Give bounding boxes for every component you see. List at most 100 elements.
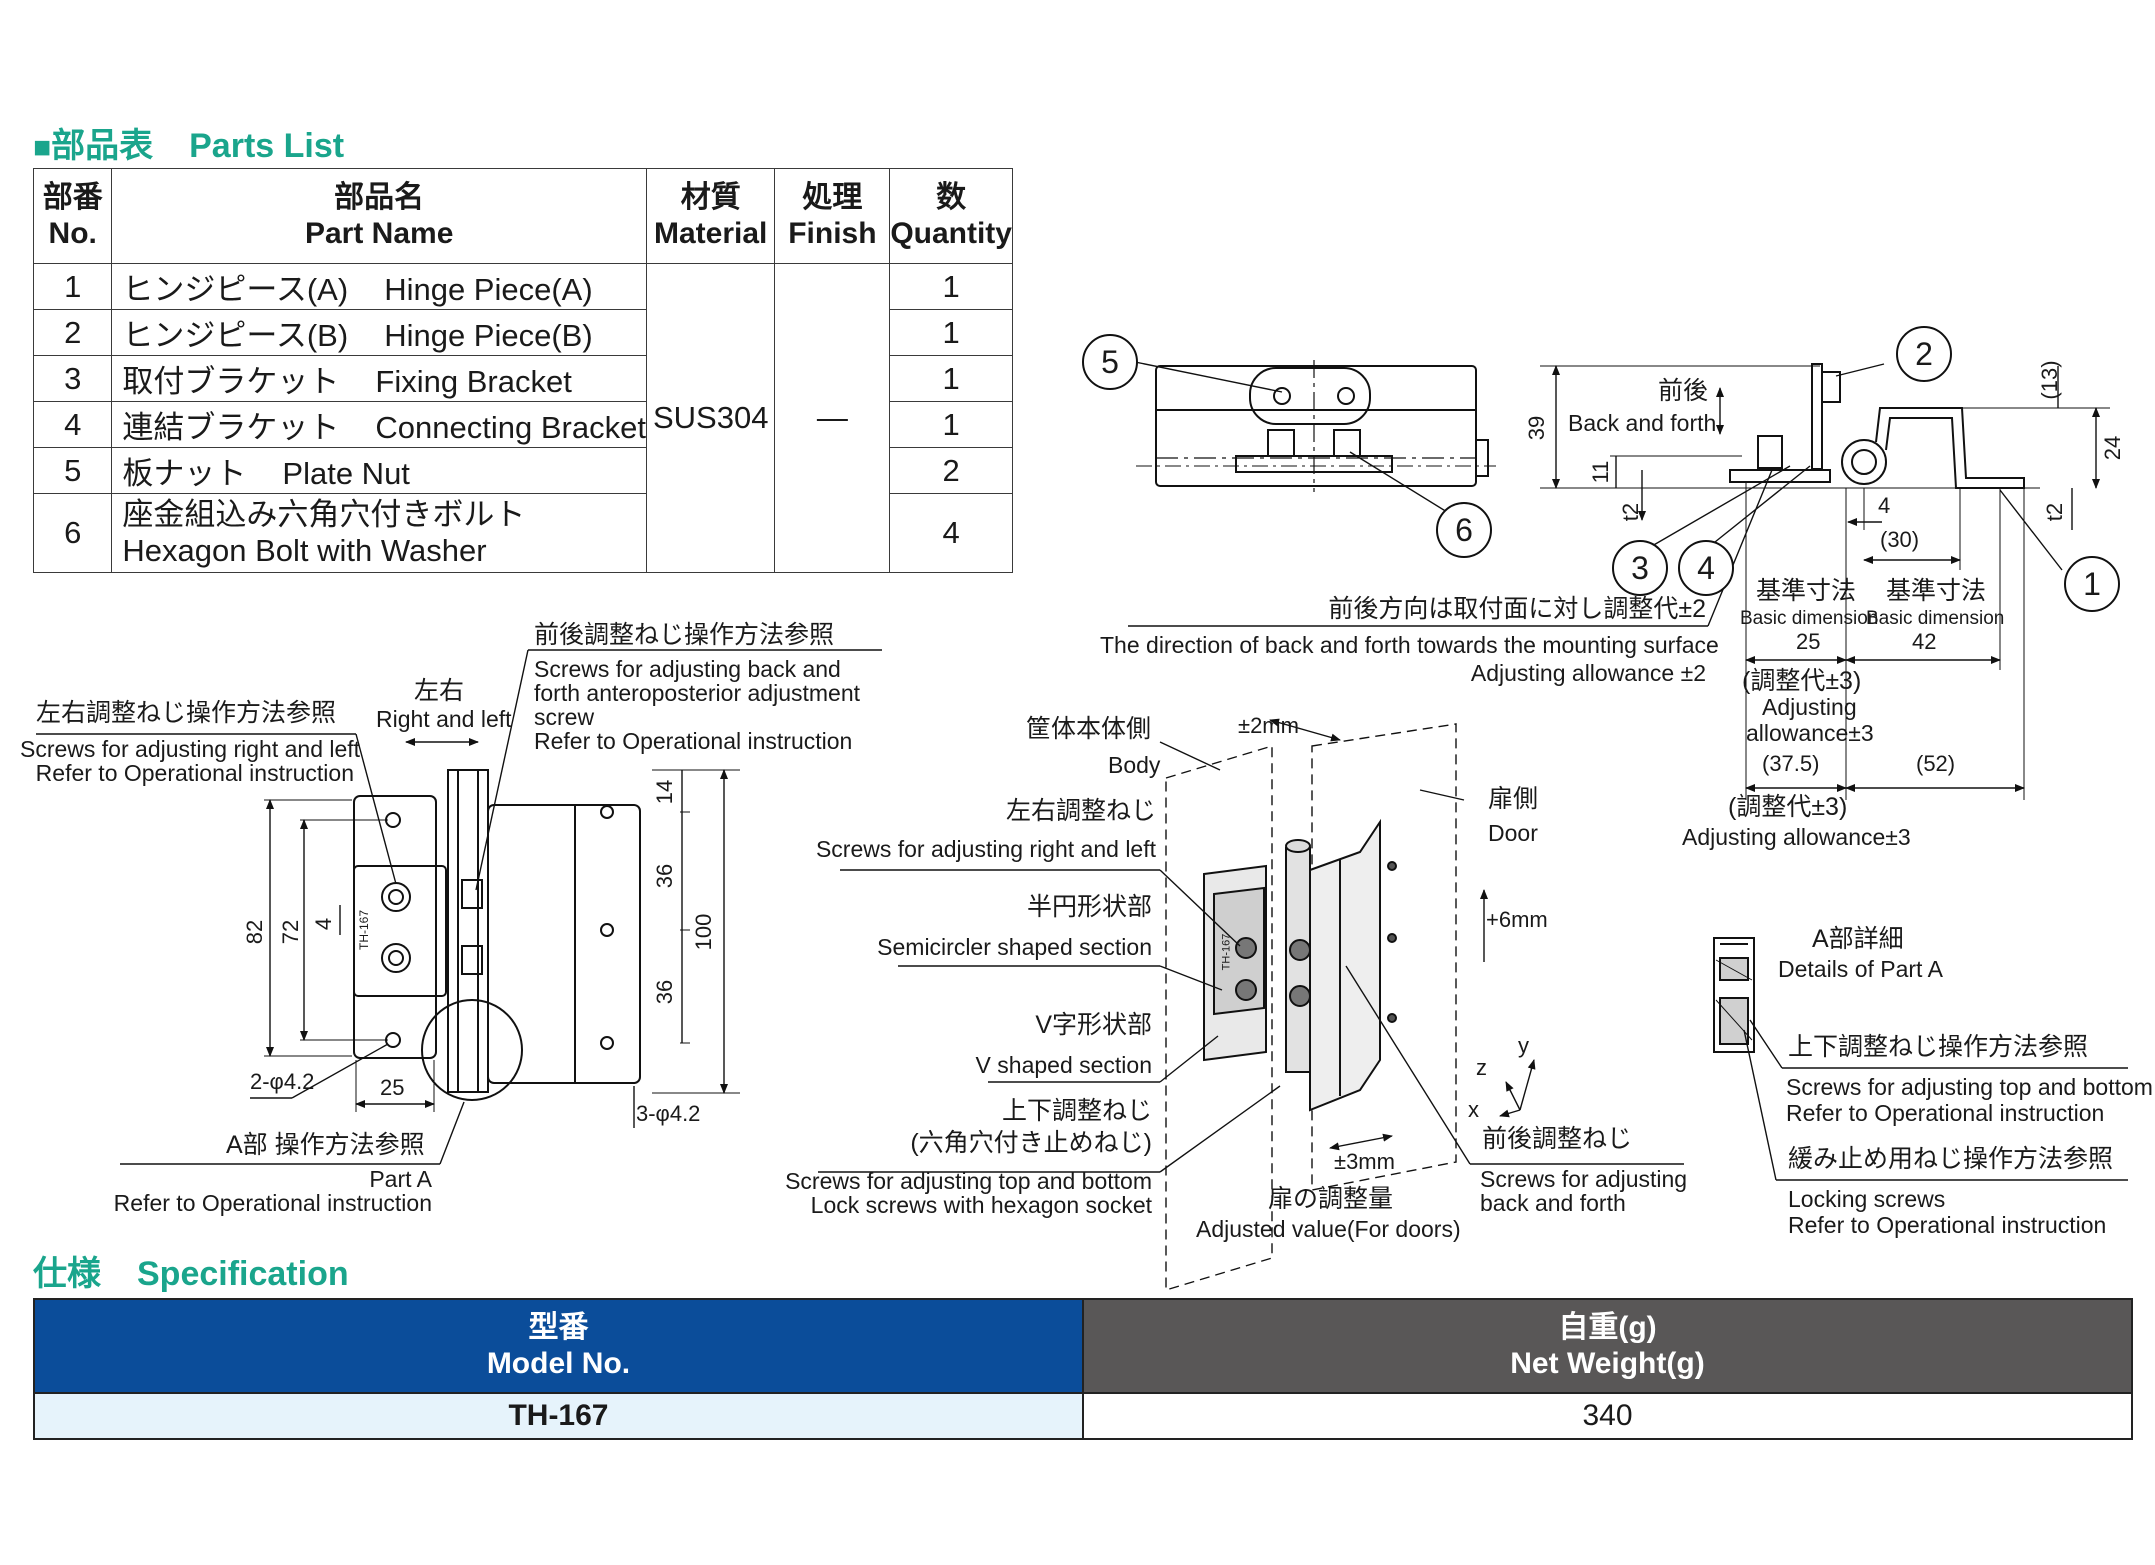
- door-en: Door: [1488, 820, 1538, 846]
- v-en: V shaped section: [975, 1052, 1152, 1078]
- bf-ref-jp: 前後調整ねじ操作方法参照: [534, 621, 835, 649]
- finish-cell: —: [774, 263, 891, 573]
- bf-ref-en2: forth anteroposterior adjustment: [534, 680, 861, 706]
- detail-a-title-jp: A部詳細: [1812, 925, 1904, 953]
- callout-6: 6: [1436, 502, 1492, 558]
- part-no: 2: [32, 309, 113, 356]
- basic1-en: Basic dimension: [1740, 608, 1879, 629]
- dim-82: 82: [242, 919, 267, 945]
- persp-adj-jp: 扉の調整量: [1268, 1185, 1394, 1213]
- basic1-val: 25: [1796, 629, 1821, 654]
- v-jp: V字形状部: [1035, 1011, 1152, 1039]
- detail-lock-ref-en1: Locking screws: [1788, 1186, 1946, 1212]
- part-no: 6: [32, 493, 113, 573]
- door-jp: 扉側: [1488, 785, 1539, 813]
- tb-jp1: 上下調整ねじ: [1001, 1097, 1152, 1125]
- material-cell: SUS304: [645, 263, 776, 573]
- dim-t2a: t2: [1618, 502, 1643, 522]
- axis-z: z: [1476, 1055, 1487, 1080]
- callout-5: 5: [1082, 334, 1138, 390]
- dim-100: 100: [691, 913, 716, 951]
- dim-39: 39: [1524, 415, 1549, 441]
- dim-side-4: 4: [1878, 493, 1891, 518]
- dim-36b: 36: [652, 979, 677, 1005]
- body-jp: 筐体本体側: [1026, 715, 1152, 743]
- front-label-plate: TH-167: [357, 909, 372, 951]
- part-no: 5: [32, 447, 113, 494]
- tb-jp2: (六角穴付き止めねじ): [910, 1129, 1152, 1157]
- bf-ref-en4: Refer to Operational instruction: [534, 728, 853, 754]
- persp-bf-en1: Screws for adjusting: [1480, 1166, 1688, 1192]
- part-qty: 1: [889, 263, 1013, 310]
- lr-dir-jp: 左右: [414, 677, 465, 705]
- dim-24: 24: [2100, 435, 2125, 461]
- callout-4: 4: [1678, 540, 1734, 596]
- part-qty: 1: [889, 355, 1013, 402]
- top-view-drawing: [1134, 360, 1496, 521]
- tb-en1: Screws for adjusting top and bottom: [785, 1168, 1152, 1194]
- dim-25: 25: [380, 1075, 405, 1100]
- dim-13: (13): [2037, 360, 2062, 400]
- parts-list-heading-en: Parts List: [189, 127, 345, 165]
- adj-note-en2: Adjusting allowance ±2: [1470, 660, 1706, 686]
- pm2mm: ±2mm: [1238, 713, 1299, 738]
- spec-model-cell: TH-167: [33, 1392, 1084, 1440]
- adj-note-en1: The direction of back and forth towards …: [1100, 632, 1719, 658]
- detail-tb-ref-en1: Screws for adjusting top and bottom: [1786, 1074, 2153, 1100]
- basic2-jp: 基準寸法: [1886, 577, 1987, 605]
- persp-bf-jp: 前後調整ねじ: [1482, 1125, 1633, 1153]
- persp-adj-en: Adjusted value(For doors): [1196, 1216, 1461, 1242]
- dim-t2b: t2: [2042, 502, 2067, 522]
- col-net-weight: 自重(g)Net Weight(g): [1081, 1298, 2134, 1394]
- dim-37-5: (37.5): [1762, 751, 1820, 776]
- dim-72: 72: [278, 919, 303, 945]
- axis-y: y: [1518, 1033, 1529, 1058]
- persp-lr-jp: 左右調整ねじ: [1005, 797, 1156, 825]
- adj3-jp: (調整代±3): [1742, 667, 1862, 695]
- front-view-drawing: [36, 649, 882, 1165]
- lr-ref-jp: 左右調整ねじ操作方法参照: [36, 699, 337, 727]
- axis-x: x: [1468, 1097, 1479, 1122]
- spec-heading-jp: 仕様: [33, 1255, 101, 1293]
- side-bf-jp: 前後: [1658, 377, 1709, 405]
- adj3b-jp: (調整代±3): [1728, 793, 1848, 821]
- dim-4: 4: [311, 917, 336, 931]
- detail-a-title-en: Details of Part A: [1778, 956, 1943, 982]
- table-row: TH-167 340: [33, 1392, 2134, 1440]
- side-view-drawing: [1128, 363, 2110, 800]
- callout-1: 1: [2064, 556, 2120, 612]
- adj3-en2: allowance±3: [1746, 720, 1874, 746]
- plus6mm: +6mm: [1486, 907, 1548, 932]
- part-name: ヒンジピース(A)Hinge Piece(A): [111, 263, 647, 310]
- body-en: Body: [1108, 752, 1161, 778]
- detail-a-drawing: [1713, 937, 2128, 1181]
- callout-2: 2: [1896, 326, 1952, 382]
- dim-36a: 36: [652, 863, 677, 889]
- basic2-en: Basic dimension: [1866, 608, 2005, 629]
- parts-list-heading-jp: 部品表: [51, 127, 154, 165]
- basic1-jp: 基準寸法: [1756, 577, 1857, 605]
- adj3b-en: Adjusting allowance±3: [1682, 824, 1911, 850]
- lr-ref-en2: Refer to Operational instruction: [35, 760, 354, 786]
- persp-label-plate: TH-167: [1220, 933, 1233, 971]
- parta-ref-jp: A部 操作方法参照: [226, 1131, 425, 1159]
- dim-30: (30): [1880, 527, 1920, 552]
- detail-lock-ref-en2: Refer to Operational instruction: [1788, 1212, 2107, 1238]
- spec-weight-cell: 340: [1081, 1392, 2134, 1440]
- parta-ref-en1: Part A: [369, 1166, 432, 1192]
